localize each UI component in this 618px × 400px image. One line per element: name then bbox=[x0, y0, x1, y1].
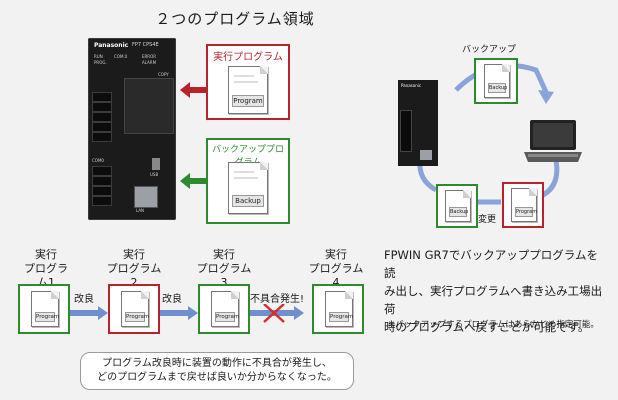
transition-3-label: 不具合発生! bbox=[250, 294, 305, 305]
plc-brand: Panasonic bbox=[94, 42, 129, 49]
step-1-label: 実行 プログラム1 bbox=[24, 248, 68, 289]
step-arrows bbox=[70, 304, 304, 323]
plc-port-com0: COM0 bbox=[92, 158, 104, 163]
program-doc-tag: Program bbox=[232, 95, 264, 107]
plc-led-run: RUN bbox=[94, 54, 103, 59]
diagram-title: ２つのプログラム領域 bbox=[155, 10, 315, 28]
run-program-area: 実行プログラム Program bbox=[206, 44, 290, 120]
program-doc-icon: Program bbox=[325, 291, 353, 327]
plc-led-error: ERROR bbox=[142, 54, 157, 59]
arrow-right bbox=[160, 310, 188, 316]
transition-1-label: 改良 bbox=[74, 294, 94, 305]
backup-doc-icon: Backup bbox=[445, 190, 471, 222]
problem-bubble: プログラム改良時に装置の動作に不具合が発生し、 どのプログラムまで戻せば良いか分… bbox=[80, 352, 354, 390]
arrow-left-green bbox=[180, 173, 206, 189]
plc-led-copy: COPY bbox=[158, 72, 169, 77]
program-doc-tag: Program bbox=[515, 207, 538, 217]
program-doc-icon: Program bbox=[211, 291, 239, 327]
arrow-right bbox=[250, 310, 294, 316]
plc-unit: Panasonic FP7 CPS4E RUN PROG. COM.0 ERRO… bbox=[88, 38, 176, 220]
description-text: FPWIN GR7でバックアッププログラムを読 み出し、実行プログラムへ書き込み… bbox=[384, 248, 603, 334]
plc-terminal bbox=[92, 112, 112, 122]
arrow-right bbox=[98, 306, 108, 320]
transition-2-label: 改良 bbox=[162, 294, 182, 305]
backup-program-area: バックアッププログラム Backup bbox=[206, 138, 290, 224]
arrow-left-red bbox=[180, 82, 206, 98]
cycle-backup-frame: Backup bbox=[474, 58, 518, 104]
arrow-right bbox=[70, 310, 98, 316]
plc-terminal bbox=[92, 166, 112, 176]
usb-port bbox=[152, 158, 160, 170]
plc-cover-panel bbox=[124, 78, 174, 134]
step-4-label: 実行 プログラム4 bbox=[308, 248, 364, 289]
backup-doc-tag: Backup bbox=[488, 83, 508, 93]
run-program-label: 実行プログラム bbox=[213, 52, 283, 63]
cycle-backup-label: バックアップ bbox=[462, 45, 517, 55]
callout-arrows bbox=[180, 82, 206, 189]
plc-brand-small: Panasonic bbox=[401, 83, 422, 88]
program-doc-tag: Program bbox=[215, 312, 240, 322]
step-4-frame: Program bbox=[312, 284, 364, 334]
plc-terminal bbox=[92, 132, 112, 142]
plc-led-alarm: ALARM bbox=[142, 60, 157, 65]
laptop-icon bbox=[524, 120, 582, 162]
step-3-frame: Program bbox=[198, 284, 250, 334]
step-2-label: 実行 プログラム2 bbox=[106, 248, 162, 289]
step-3-label: 実行 プログラム3 bbox=[196, 248, 252, 289]
plc-terminal bbox=[92, 102, 112, 112]
step-1-frame: Program bbox=[18, 284, 70, 334]
arrow-right bbox=[188, 306, 198, 320]
program-doc-icon: Program bbox=[511, 188, 537, 222]
plc-terminal bbox=[92, 92, 112, 102]
ethernet-port bbox=[134, 186, 158, 208]
arrow-head bbox=[538, 90, 554, 104]
program-doc-icon: Program bbox=[31, 291, 59, 327]
plc-port-usb: USB bbox=[150, 172, 159, 177]
plc-terminal bbox=[92, 186, 112, 196]
plc-port-lan: LAN bbox=[136, 208, 145, 213]
program-doc-tag: Program bbox=[329, 312, 354, 322]
plc-terminal bbox=[92, 196, 112, 206]
cycle-backup2-frame: Backup bbox=[436, 184, 478, 228]
program-doc-icon: Program bbox=[228, 66, 268, 114]
program-doc-icon: Program bbox=[121, 291, 149, 327]
arrow-right bbox=[294, 306, 304, 320]
plc-model: FP7 CPS4E bbox=[132, 42, 159, 48]
cross-mark bbox=[263, 304, 285, 323]
plc-unit-small: Panasonic bbox=[398, 80, 438, 166]
plc-led-com0: COM.0 bbox=[114, 54, 128, 59]
plc-terminal bbox=[92, 122, 112, 132]
backup-doc-tag: Backup bbox=[449, 207, 469, 217]
program-doc-tag: Program bbox=[35, 312, 60, 322]
backup-doc-icon: Backup bbox=[484, 64, 510, 98]
cycle-change-label: 変更 bbox=[478, 215, 497, 225]
cycle-program-frame: Program bbox=[502, 182, 544, 228]
backup-doc-tag: Backup bbox=[232, 195, 264, 207]
backup-doc-icon: Backup bbox=[228, 162, 268, 214]
step-2-frame: Program bbox=[108, 284, 160, 334]
description-note: ※バックアップするプログラムはあらかじめ指定可能。 bbox=[388, 320, 599, 330]
program-doc-tag: Program bbox=[125, 312, 150, 322]
plc-terminal bbox=[92, 176, 112, 186]
plc-led-prog: PROG. bbox=[94, 60, 107, 65]
